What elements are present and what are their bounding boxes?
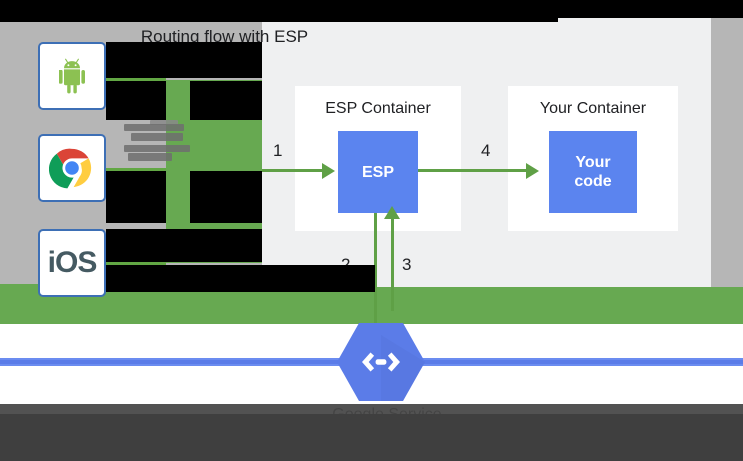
arrow-4-head: [526, 163, 539, 179]
step-number-4: 4: [481, 141, 491, 160]
chrome-connector-line: [106, 168, 166, 171]
esp-container-label: ESP Container: [325, 100, 431, 117]
arrow-3-head: [384, 206, 400, 219]
android-connector-line: [106, 78, 166, 81]
your-container-label: Your Container: [539, 100, 647, 117]
occlusion-band-top-right: [558, 0, 743, 18]
your-code-label-line1: Your: [575, 154, 611, 171]
occlusion-band: [190, 171, 262, 223]
arrow-1-line: [262, 169, 324, 172]
smudged-text-artifact: [150, 120, 178, 125]
esp-node-label: ESP: [361, 163, 394, 181]
occlusion-band-bottom: [0, 414, 743, 461]
client-card-ios[interactable]: iOS: [38, 229, 106, 297]
occlusion-band: [106, 229, 262, 262]
arrow-1-head: [322, 163, 335, 179]
occlusion-band: [106, 42, 262, 78]
diagram-right-strip: [711, 18, 743, 287]
android-icon: [52, 55, 92, 97]
occlusion-band: [190, 81, 262, 120]
occlusion-band: [262, 265, 375, 292]
esp-node[interactable]: ESP: [338, 131, 418, 213]
step-number-1: 1: [273, 141, 283, 160]
google-service-control-hexagon-icon[interactable]: [337, 323, 425, 401]
arrow-2-line: [374, 213, 377, 323]
occlusion-band: [106, 265, 262, 292]
occlusion-band-bottom-soft: [0, 404, 743, 416]
occlusion-band-top-left: [0, 0, 558, 22]
ios-connector-line: [106, 262, 166, 265]
arrow-4-line: [418, 169, 528, 172]
step-number-2: 2: [341, 255, 350, 275]
ios-label: iOS: [47, 246, 98, 279]
page-title: Routing flow with ESP: [140, 27, 309, 46]
smudged-text-artifact: [124, 124, 184, 131]
arrow-3-line: [391, 215, 394, 311]
client-card-android[interactable]: [38, 42, 106, 110]
smudged-text-artifact: [124, 145, 190, 152]
smudged-text-artifact: [131, 133, 183, 141]
occlusion-band: [106, 171, 166, 223]
step-number-3: 3: [402, 255, 412, 274]
occlusion-band: [106, 81, 166, 120]
smudged-text-artifact: [128, 153, 172, 161]
client-card-chrome[interactable]: [38, 134, 106, 202]
chrome-icon: [49, 145, 95, 191]
your-code-label-line2: code: [574, 173, 612, 190]
your-code-node[interactable]: Your code: [549, 131, 637, 213]
